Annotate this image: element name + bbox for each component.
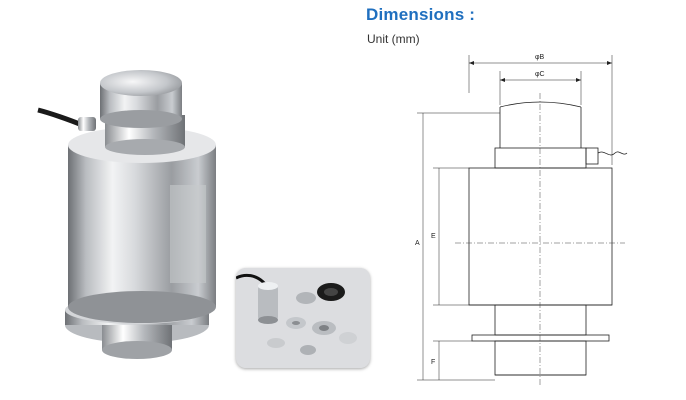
dim-label-f: F: [431, 359, 435, 366]
dim-label-a: A: [415, 240, 420, 247]
dim-label-c: φC: [535, 71, 545, 78]
dim-label-b: φB: [535, 54, 545, 61]
dim-label-e: E: [431, 233, 436, 240]
load-cell-kit-photo: [236, 268, 370, 368]
unit-label: Unit (mm): [367, 32, 420, 46]
dimensions-title: Dimensions :: [366, 5, 476, 24]
dimension-drawing: φB φC A E F: [415, 54, 628, 385]
load-cell-photo: [37, 70, 216, 359]
